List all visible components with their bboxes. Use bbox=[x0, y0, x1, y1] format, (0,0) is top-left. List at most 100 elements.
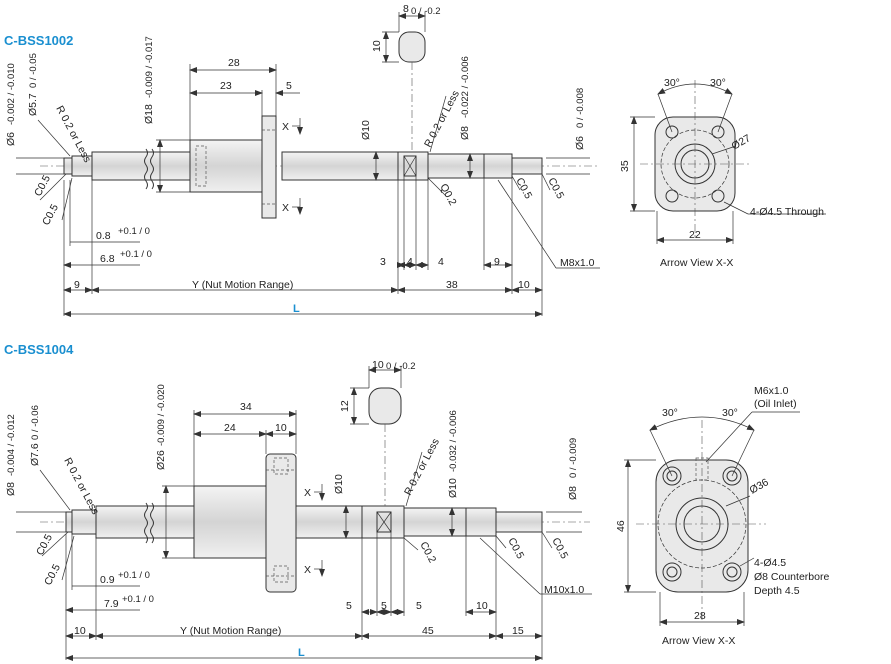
dim-6-8: 6.8 bbox=[100, 253, 115, 265]
flange-width-label: 5 bbox=[286, 80, 292, 92]
view-holes-depth: Depth 4.5 bbox=[754, 585, 800, 597]
key-width-tol: 0 / -0.2 bbox=[411, 6, 441, 17]
dim-3: 3 bbox=[380, 256, 386, 268]
right-end-labels: R 0.2 or Less Ø10 -0.032 / -0.006 Ø8 0 /… bbox=[402, 410, 592, 596]
dim-5-a: 5 bbox=[346, 600, 352, 612]
view-height-label: 46 bbox=[615, 520, 627, 532]
nut-dimensions: 34 24 10 Ø26 -0.009 / -0.020 bbox=[155, 384, 297, 559]
x-mark-lower: X bbox=[304, 564, 311, 576]
right-chamfer-2: C0.5 bbox=[549, 536, 570, 561]
view-width-label: 22 bbox=[689, 229, 701, 241]
left-chamfer-1: C0.5 bbox=[32, 173, 53, 198]
dim-4-a: 4 bbox=[407, 256, 413, 268]
right-step-diameter: Ø8 bbox=[459, 126, 471, 140]
ball-screw-shaft bbox=[65, 502, 543, 544]
right-tip-tol: 0 / -0.008 bbox=[575, 88, 586, 128]
left-step-tol: 0 / -0.05 bbox=[28, 53, 39, 88]
left-bottom-dims: 0.8 +0.1 / 0 6.8 +0.1 / 0 bbox=[63, 180, 152, 316]
flange-width-label: 10 bbox=[275, 422, 287, 434]
key-section-view: 8 0 / -0.2 10 bbox=[371, 3, 441, 152]
view-holes-label: 4-Ø4.5 Through bbox=[750, 206, 824, 218]
key-width-label: 8 bbox=[403, 3, 409, 15]
dim-5-c: 5 bbox=[416, 600, 422, 612]
right-tip-diameter: Ø6 bbox=[574, 136, 586, 150]
left-step-tol: 0 / -0.06 bbox=[30, 405, 41, 440]
section-c-bss1004: C-BSS1004 bbox=[4, 342, 829, 661]
nut-diameter-label: Ø26 bbox=[155, 450, 167, 470]
view-oil-inlet: (Oil Inlet) bbox=[754, 398, 797, 410]
right-radius-note: R 0.2 or Less bbox=[422, 89, 462, 150]
right-step-diameter: Ø10 bbox=[447, 478, 459, 498]
left-chamfer-2: C0.5 bbox=[40, 202, 61, 227]
view-height-label: 35 bbox=[619, 160, 631, 172]
right-chamfer-1: C0.5 bbox=[513, 176, 534, 201]
key-height-label: 10 bbox=[371, 40, 383, 52]
nut-dimensions: 28 23 5 Ø18 -0.009 / -0.017 bbox=[143, 36, 300, 193]
total-length-label: L bbox=[293, 303, 300, 315]
left-tip-tol: -0.002 / -0.010 bbox=[6, 63, 17, 125]
left-step-diameter: Ø5.7 bbox=[27, 93, 39, 116]
key-width-label: 10 bbox=[372, 359, 384, 371]
left-radius-note: R 0.2 or Less bbox=[53, 104, 93, 165]
dim-7-9-tol: +0.1 / 0 bbox=[122, 594, 154, 605]
dim-10: 10 bbox=[518, 279, 530, 291]
nut-length-label: 34 bbox=[240, 401, 252, 413]
left-chamfer-1: C0.5 bbox=[34, 532, 55, 557]
left-chamfer-2: C0.5 bbox=[42, 562, 63, 587]
section-title: C-BSS1002 bbox=[4, 33, 73, 48]
dim-10: 10 bbox=[74, 625, 86, 637]
left-tip-tol: -0.004 / -0.012 bbox=[6, 414, 17, 476]
right-tip-tol: 0 / -0.009 bbox=[568, 438, 579, 478]
x-mark-upper: X bbox=[282, 121, 289, 133]
left-end-labels: Ø6 -0.002 / -0.010 Ø5.7 0 / -0.05 R 0.2 … bbox=[5, 53, 93, 227]
view-angle-a: 30° bbox=[662, 407, 678, 419]
dim-4-b: 4 bbox=[438, 256, 444, 268]
right-step-tol: -0.032 / -0.006 bbox=[448, 410, 459, 472]
dim-7-9: 7.9 bbox=[104, 598, 119, 610]
right-chamfer-02: C0.2 bbox=[417, 540, 438, 565]
left-tip-diameter: Ø8 bbox=[5, 482, 17, 496]
dim-0-9: 0.9 bbox=[100, 574, 115, 586]
total-length-label: L bbox=[298, 647, 305, 659]
key-width-tol: 0 / -0.2 bbox=[386, 361, 416, 372]
view-caption: Arrow View X-X bbox=[662, 635, 735, 647]
nut-body-label: 24 bbox=[224, 422, 236, 434]
right-chamfer-02: Q0.2 bbox=[437, 182, 458, 208]
left-radius-note: R 0.2 or Less bbox=[61, 456, 101, 517]
section-title: C-BSS1004 bbox=[4, 342, 74, 357]
thread-label: M8x1.0 bbox=[560, 257, 595, 269]
thread-label: M10x1.0 bbox=[544, 584, 584, 596]
view-caption: Arrow View X-X bbox=[660, 257, 733, 269]
nut-diameter-tol: -0.009 / -0.020 bbox=[156, 384, 167, 446]
dim-9: 9 bbox=[74, 279, 80, 291]
right-step-tol: -0.022 / -0.006 bbox=[460, 56, 471, 118]
view-angle-b: 30° bbox=[710, 77, 726, 89]
left-tip-diameter: Ø6 bbox=[5, 132, 17, 146]
ball-nut bbox=[189, 115, 277, 219]
dim-5-b: 5 bbox=[381, 600, 387, 612]
section-arrows-x: X X bbox=[282, 118, 303, 215]
dim-9-right: 9 bbox=[494, 256, 500, 268]
dim-38: 38 bbox=[446, 279, 458, 291]
right-chamfer-1: C0.5 bbox=[505, 536, 526, 561]
nut-length-label: 28 bbox=[228, 57, 240, 69]
key-section-view: 10 0 / -0.2 12 bbox=[339, 359, 416, 506]
left-bottom-dims: 0.9 +0.1 / 0 7.9 +0.1 / 0 bbox=[65, 534, 154, 660]
nut-diameter-tol: -0.009 / -0.017 bbox=[144, 36, 155, 98]
y-range-label: Y (Nut Motion Range) bbox=[180, 625, 281, 637]
length-dimensions: 3 4 4 9 9 Y (Nut Motion Range) 38 10 L bbox=[63, 174, 543, 317]
ball-nut bbox=[193, 453, 297, 593]
right-tip-diameter: Ø8 bbox=[567, 486, 579, 500]
nut-body-label: 23 bbox=[220, 80, 232, 92]
dim-0-8: 0.8 bbox=[96, 230, 111, 242]
arrow-view-flange: 30° 30° Ø27 35 4-Ø4.5 Through 22 Arrow V… bbox=[619, 77, 826, 269]
left-step-diameter: Ø7.6 bbox=[29, 443, 41, 466]
length-dimensions: 5 5 5 10 10 Y (Nut Motion Range) 45 15 L bbox=[65, 532, 543, 661]
screw-diameter-label: Ø10 bbox=[360, 120, 372, 140]
x-mark-upper: X bbox=[304, 487, 311, 499]
y-range-label: Y (Nut Motion Range) bbox=[192, 279, 293, 291]
section-c-bss1002: C-BSS1002 bbox=[4, 3, 826, 317]
screw-diameter-label: Ø10 bbox=[333, 474, 345, 494]
section-arrows-x: X X bbox=[304, 484, 325, 577]
